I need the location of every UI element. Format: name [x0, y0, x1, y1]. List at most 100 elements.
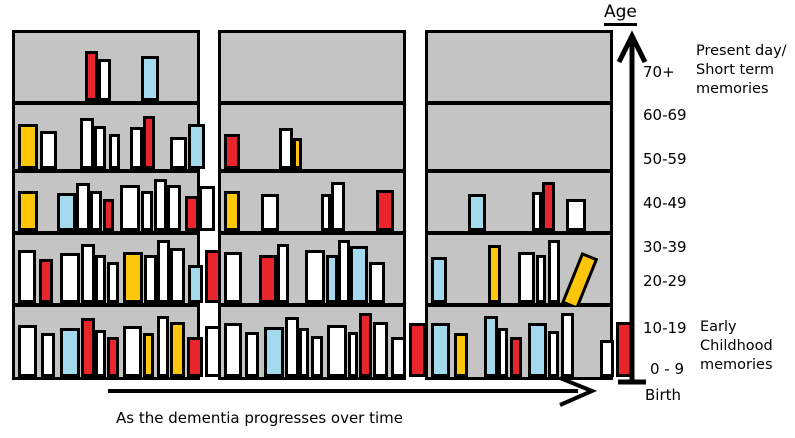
- book: [81, 318, 95, 377]
- book: [60, 328, 80, 377]
- book: [107, 337, 119, 377]
- book: [18, 325, 37, 377]
- book: [187, 337, 203, 377]
- book: [224, 323, 242, 377]
- caption-time: As the dementia progresses over time: [116, 409, 404, 427]
- book: [76, 183, 90, 231]
- book: [299, 328, 309, 377]
- book: [199, 186, 215, 231]
- age-axis-arrow: [616, 30, 648, 385]
- book: [338, 240, 350, 303]
- bookcase-late-stage: [425, 30, 633, 380]
- book: [98, 59, 111, 101]
- shelf-mid-stage-4: [221, 307, 426, 377]
- axis-tick-birth: Birth: [645, 386, 682, 404]
- axis-tick-0-9: 0 - 9: [650, 360, 685, 378]
- book: [80, 118, 94, 169]
- shelf-late-stage-0: [428, 33, 610, 105]
- book: [143, 116, 155, 169]
- book: [454, 333, 468, 377]
- book: [103, 199, 114, 231]
- book: [144, 255, 157, 303]
- book: [85, 51, 98, 101]
- book: [188, 124, 205, 169]
- book: [157, 240, 170, 303]
- time-axis-arrow: [108, 376, 598, 407]
- book: [141, 56, 159, 101]
- shelf-late-stage-2: [428, 173, 610, 235]
- book: [359, 313, 372, 377]
- book: [143, 333, 154, 377]
- book: [279, 128, 293, 169]
- book: [123, 252, 143, 303]
- book: [18, 250, 36, 303]
- book: [536, 255, 546, 303]
- book: [321, 194, 331, 231]
- book: [224, 252, 242, 303]
- book: [81, 244, 95, 303]
- book: [548, 331, 559, 377]
- axis-tick-30-39: 30-39: [643, 238, 687, 256]
- book: [40, 131, 57, 169]
- axis-tick-60-69: 60-69: [643, 106, 687, 124]
- shelf-early-stage-2: [15, 173, 215, 235]
- book: [498, 328, 508, 377]
- book: [170, 322, 185, 377]
- book: [376, 190, 394, 231]
- book: [224, 134, 240, 169]
- shelf-early-stage-4: [15, 307, 221, 377]
- book: [431, 323, 450, 377]
- book: [327, 325, 347, 377]
- book: [311, 336, 323, 377]
- shelf-late-stage-4: [428, 307, 633, 377]
- book: [141, 191, 153, 231]
- axis-tick-40-49: 40-49: [643, 194, 687, 212]
- book: [369, 262, 385, 303]
- book: [90, 191, 102, 231]
- book: [259, 255, 277, 303]
- shelf-mid-stage-0: [221, 33, 403, 105]
- book: [331, 182, 345, 231]
- book: [326, 255, 338, 303]
- book: [157, 316, 169, 377]
- book: [548, 240, 560, 303]
- book: [185, 196, 199, 231]
- book: [94, 126, 106, 169]
- shelf-mid-stage-1: [221, 105, 403, 173]
- book: [264, 327, 284, 377]
- book: [170, 137, 187, 169]
- book: [305, 250, 325, 303]
- book: [484, 316, 498, 377]
- axis-tick-20-29: 20-29: [643, 272, 687, 290]
- book: [350, 246, 368, 303]
- book: [561, 313, 574, 377]
- axis-tick-70plus: 70+: [643, 63, 675, 81]
- book: [95, 255, 106, 303]
- book: [528, 323, 547, 377]
- book: [41, 333, 55, 377]
- shelf-mid-stage-3: [221, 235, 403, 307]
- book: [518, 252, 535, 303]
- book: [600, 340, 614, 377]
- shelf-late-stage-3: [428, 235, 610, 310]
- axis-tick-10-19: 10-19: [643, 319, 687, 337]
- book: [154, 179, 167, 231]
- book: [348, 332, 358, 377]
- shelf-early-stage-1: [15, 105, 205, 173]
- note-early-childhood: Early Childhood memories: [700, 319, 773, 374]
- book: [188, 265, 203, 303]
- book: [224, 191, 240, 231]
- book: [373, 322, 388, 377]
- book: [468, 194, 486, 231]
- axis-tick-50-59: 50-59: [643, 150, 687, 168]
- book: [123, 326, 142, 377]
- book: [109, 134, 120, 169]
- book: [532, 192, 542, 231]
- bookcase-mid-stage: [218, 30, 426, 380]
- shelf-late-stage-1: [428, 105, 610, 173]
- book: [409, 323, 426, 377]
- book: [95, 330, 106, 377]
- book: [107, 262, 119, 303]
- book: [170, 248, 185, 303]
- book: [60, 253, 80, 303]
